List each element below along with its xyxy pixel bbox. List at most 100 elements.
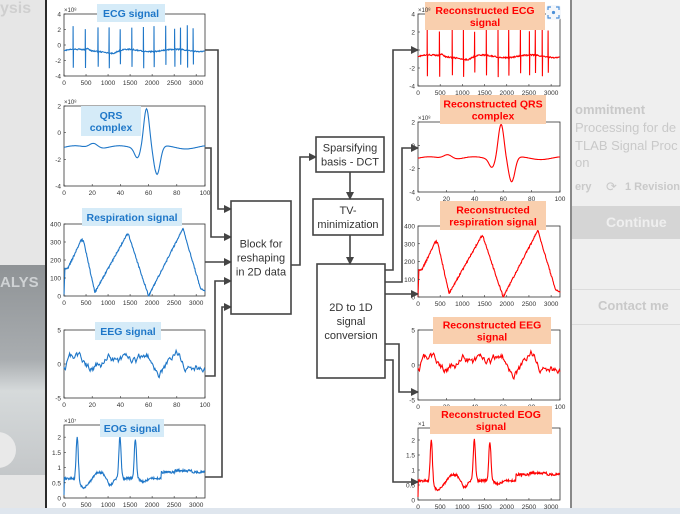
signal-label: signal: [476, 421, 506, 433]
reshape-block-label: reshaping: [237, 253, 285, 265]
y-tick-label: 200: [50, 258, 61, 265]
revisions-text: 1 Revision: [625, 181, 680, 193]
y-tick-label: 200: [404, 259, 415, 266]
convert-block-label: conversion: [324, 330, 377, 342]
y-tick-label: -5: [55, 396, 61, 403]
x-tick-label: 500: [435, 504, 446, 511]
y-tick-label: 400: [50, 222, 61, 229]
x-tick-label: 1000: [455, 504, 470, 511]
continue-button[interactable]: Continue: [570, 206, 680, 239]
signal-label: QRS: [100, 110, 123, 122]
y-tick-label: 100: [404, 277, 415, 284]
signal-label: ECG signal: [103, 8, 159, 20]
y-tick-label: 0: [411, 48, 415, 55]
package-line: TLAB Signal Proc: [575, 138, 678, 153]
x-tick-label: 0: [62, 80, 66, 87]
sparsify-block-box: [315, 136, 385, 173]
x-tick-label: 1500: [123, 502, 138, 509]
x-tick-label: 2500: [522, 301, 537, 308]
tv-block: TV-minimization: [312, 198, 384, 236]
package-title: ommitment: [575, 102, 646, 117]
y-tick-label: -5: [409, 398, 415, 405]
divider: [570, 289, 680, 290]
signal-label: respiration signal: [449, 217, 537, 229]
signal-label: signal: [477, 332, 507, 344]
x-tick-label: 3000: [189, 80, 204, 87]
zoom-image-icon[interactable]: [546, 5, 561, 20]
y-tick-label: 1: [57, 465, 61, 472]
y-tick-label: -4: [55, 184, 61, 191]
delivery-text: ery: [575, 181, 592, 193]
signal-line: [63, 107, 205, 176]
sparsify-block-label: basis - DCT: [321, 157, 379, 169]
x-tick-label: 20: [443, 196, 451, 203]
y-tick-label: 300: [404, 241, 415, 248]
y-tick-label: 400: [404, 224, 415, 231]
x-tick-label: 100: [200, 190, 211, 197]
plot-frame: [63, 223, 206, 297]
x-tick-label: 0: [416, 504, 420, 511]
y-tick-label: 0: [411, 498, 415, 505]
flow-arrow: [385, 144, 419, 283]
flow-arrow: [205, 277, 232, 377]
signal-line: [417, 229, 561, 298]
signal-line: [63, 348, 206, 379]
x-tick-label: 1000: [455, 301, 470, 308]
x-tick-label: 80: [528, 196, 536, 203]
x-tick-label: 0: [416, 90, 420, 97]
sparsify-block: Sparsifying basis - DCT: [315, 136, 385, 173]
x-tick-label: 500: [81, 80, 92, 87]
x-tick-label: 100: [555, 196, 566, 203]
contact-me-button[interactable]: Contact me: [598, 298, 669, 313]
y-tick-label: 1.5: [406, 453, 415, 460]
y-tick-label: 2: [411, 30, 415, 37]
y-tick-label: 2: [57, 435, 61, 442]
exponent-label: ×10⁷: [64, 418, 76, 425]
x-tick-label: 500: [435, 90, 446, 97]
x-tick-label: 20: [89, 190, 97, 197]
signal-label-box: [440, 95, 546, 124]
y-tick-label: 100: [50, 276, 61, 283]
refresh-icon: ⟳: [606, 179, 617, 194]
signal-label-box: [82, 208, 182, 226]
x-tick-label: 2000: [145, 80, 160, 87]
signal-label-box: [97, 4, 165, 22]
x-tick-label: 2000: [500, 301, 515, 308]
y-tick-label: 2: [411, 120, 415, 127]
x-tick-label: 1500: [477, 90, 492, 97]
x-tick-label: 500: [435, 301, 446, 308]
sparsify-block-label: Sparsifying: [323, 143, 377, 155]
x-tick-label: 100: [555, 404, 566, 411]
x-tick-label: 0: [416, 301, 420, 308]
y-tick-label: 300: [50, 240, 61, 247]
tv-block-label: minimization: [317, 219, 378, 231]
x-tick-label: 0: [416, 196, 420, 203]
x-tick-label: 1000: [101, 300, 116, 307]
signal-label-box: [95, 322, 161, 340]
x-tick-label: 1000: [101, 80, 116, 87]
x-tick-label: 2500: [522, 90, 537, 97]
divider: [570, 324, 680, 325]
signal-label-box: [425, 2, 545, 30]
y-tick-label: -4: [409, 190, 415, 197]
x-tick-label: 3000: [544, 301, 559, 308]
reshape-block-label: Block for: [240, 239, 283, 251]
signal-line: [63, 25, 205, 69]
exponent-label: ×10⁸: [64, 7, 77, 14]
flow-arrow: [205, 147, 232, 241]
y-tick-label: 2: [411, 438, 415, 445]
x-tick-label: 3000: [544, 90, 559, 97]
x-tick-label: 2500: [167, 80, 182, 87]
y-tick-label: 1: [411, 468, 415, 475]
x-tick-label: 0: [62, 402, 66, 409]
signal-label: Reconstructed QRS: [443, 99, 542, 111]
signal-label: Reconstructed: [456, 205, 530, 217]
bottom-strip: [0, 508, 680, 514]
x-tick-label: 80: [173, 190, 181, 197]
signal-label: complex: [90, 122, 133, 134]
